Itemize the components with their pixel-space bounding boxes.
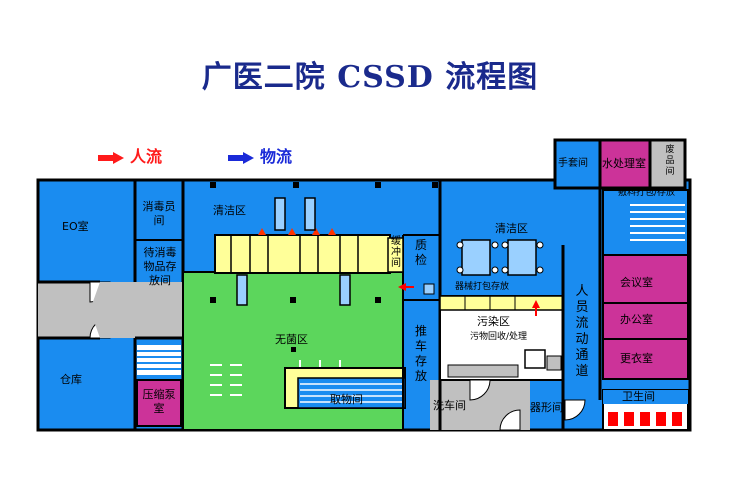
room-meeting: 会议室 <box>620 276 653 289</box>
room-contaminated: 污染区 <box>477 315 510 328</box>
sterilizer-band <box>214 234 391 274</box>
room-changing: 手套间 <box>558 158 588 169</box>
room-waste: 废品间 <box>665 145 675 177</box>
room-pack-storage: 器械打包存放 <box>455 282 510 292</box>
compressor-room <box>136 379 182 427</box>
room-staff-corridor: 人员流动通道 <box>575 284 589 379</box>
annex-waste <box>648 138 687 190</box>
pack-tables <box>461 239 537 276</box>
pickup-room <box>297 377 406 409</box>
room-disinfect-staff: 消毒员间 <box>142 200 176 227</box>
cloth-pack-room <box>602 189 689 256</box>
flow-arrows <box>398 283 540 316</box>
meeting-room <box>602 254 689 304</box>
room-receive-process: 污物回收/处理 <box>470 332 528 342</box>
blue-arrow-icon <box>228 151 254 164</box>
room-sterile: 无菌区 <box>275 333 308 346</box>
heat-marks <box>258 228 336 235</box>
room-cloth-pack: 敷料打包/存放 <box>618 188 676 198</box>
room-office: 办公室 <box>620 313 653 326</box>
legend-people-label: 人流 <box>130 147 163 166</box>
room-pending-disinfect: 待消毒物品存放间 <box>143 246 177 287</box>
room-repair: 器形间 <box>530 401 563 414</box>
room-water: 水处理室 <box>602 157 646 170</box>
sterile-shelves <box>210 360 341 396</box>
annex-water <box>598 138 652 190</box>
page-title: 广医二院 CSSD 流程图 <box>201 60 539 95</box>
legend-goods-flow: 物流 <box>228 143 292 167</box>
legend-people-flow: 人流 <box>98 143 162 167</box>
office-room <box>602 302 689 340</box>
room-restroom: 卫生间 <box>622 390 655 403</box>
room-eo: EO室 <box>62 220 89 233</box>
room-buffer: 缓冲间 <box>391 236 401 269</box>
room-pickup: 取物间 <box>330 393 363 406</box>
room-wash-cart: 洗车间 <box>433 399 466 412</box>
stairs-left <box>137 345 181 375</box>
room-qc: 质检 <box>414 238 427 267</box>
room-locker: 更衣室 <box>620 352 653 365</box>
room-cart-storage: 推车存放 <box>414 324 427 383</box>
room-warehouse: 仓库 <box>60 373 82 386</box>
room-clean-right: 清洁区 <box>495 222 528 235</box>
washer-band <box>439 295 564 311</box>
room-compressor: 压缩泵室 <box>142 388 176 415</box>
annex-changing <box>553 138 602 190</box>
locker-room <box>602 338 689 380</box>
clean-benches <box>236 197 351 306</box>
red-arrow-icon <box>98 151 124 164</box>
restroom-fixtures <box>608 412 682 426</box>
room-clean-left: 清洁区 <box>213 204 246 217</box>
legend-goods-label: 物流 <box>260 147 293 166</box>
